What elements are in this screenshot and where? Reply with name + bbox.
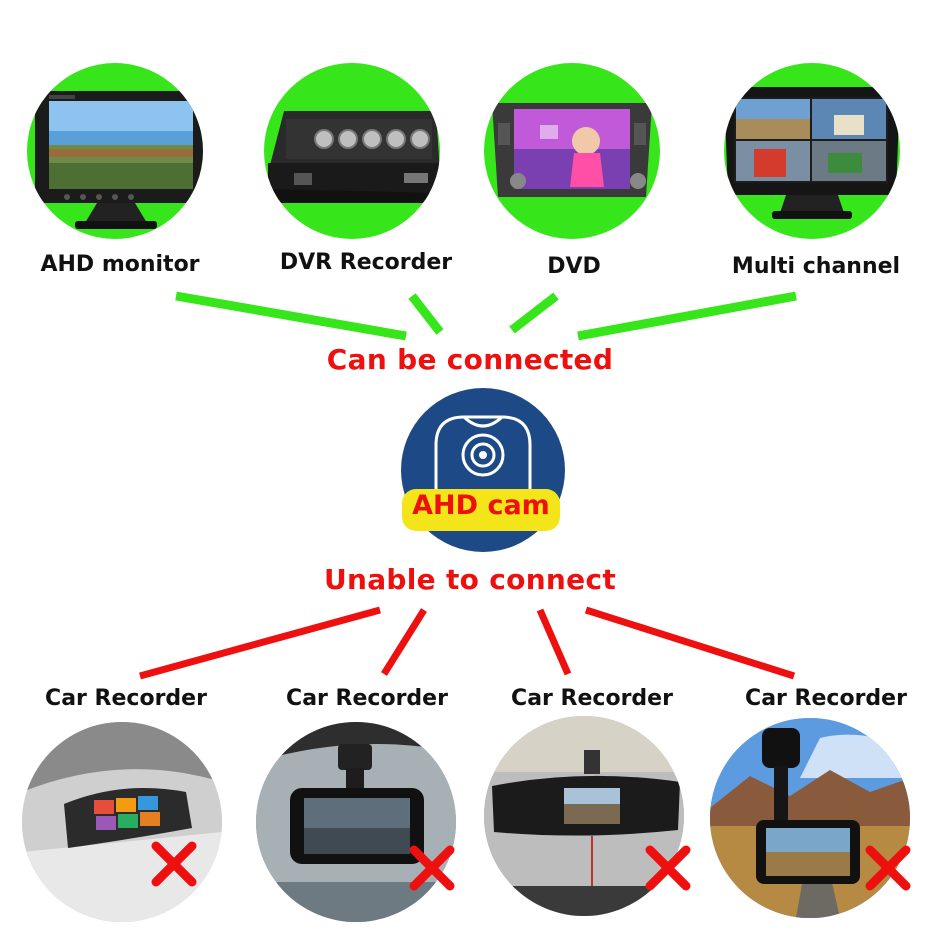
green-line-3 bbox=[509, 292, 559, 334]
cross-icon-1 bbox=[151, 841, 197, 887]
green-connector-lines bbox=[175, 291, 797, 341]
car-recorder-label-3: Car Recorder bbox=[511, 686, 673, 711]
can-be-connected-title: Can be connected bbox=[326, 343, 614, 376]
ahd-cam-label-box bbox=[402, 489, 560, 531]
red-line-2 bbox=[381, 608, 427, 676]
green-line-4 bbox=[577, 291, 797, 341]
ahd-cam-label: AHD cam bbox=[412, 490, 550, 521]
quad-monitor-icon bbox=[724, 87, 900, 219]
car-recorder-label-1: Car Recorder bbox=[45, 686, 207, 711]
car-dvd-icon bbox=[492, 103, 652, 197]
ahd-monitor-circle bbox=[27, 63, 203, 239]
red-connector-lines bbox=[139, 606, 796, 680]
dvd-circle bbox=[484, 63, 660, 239]
dvr-box-icon bbox=[264, 111, 440, 203]
dvd-label: DVD bbox=[547, 254, 601, 279]
car-recorder-label-4: Car Recorder bbox=[745, 686, 907, 711]
green-line-1 bbox=[175, 291, 407, 341]
dvr-recorder-circle bbox=[264, 63, 440, 239]
ahd-monitor-label: AHD monitor bbox=[40, 252, 200, 277]
red-line-3 bbox=[536, 608, 572, 676]
cross-icon-2 bbox=[409, 845, 455, 891]
mirror-dashcam-icon bbox=[22, 722, 222, 922]
multi-channel-label: Multi channel bbox=[731, 254, 901, 279]
cross-icon-3 bbox=[645, 845, 691, 891]
suction-dashcam-icon bbox=[710, 718, 910, 918]
car-monitor-icon bbox=[35, 91, 203, 229]
car-recorder-label-2: Car Recorder bbox=[286, 686, 448, 711]
green-line-2 bbox=[408, 293, 444, 335]
car-recorder-photo-1 bbox=[22, 722, 222, 922]
car-recorder-photo-4 bbox=[710, 718, 910, 918]
red-line-1 bbox=[139, 606, 381, 680]
unable-to-connect-title: Unable to connect bbox=[323, 563, 617, 596]
multi-channel-circle bbox=[724, 63, 900, 239]
cross-icon-4 bbox=[865, 845, 911, 891]
red-line-4 bbox=[584, 606, 796, 680]
dvr-recorder-label: DVR Recorder bbox=[279, 250, 453, 275]
